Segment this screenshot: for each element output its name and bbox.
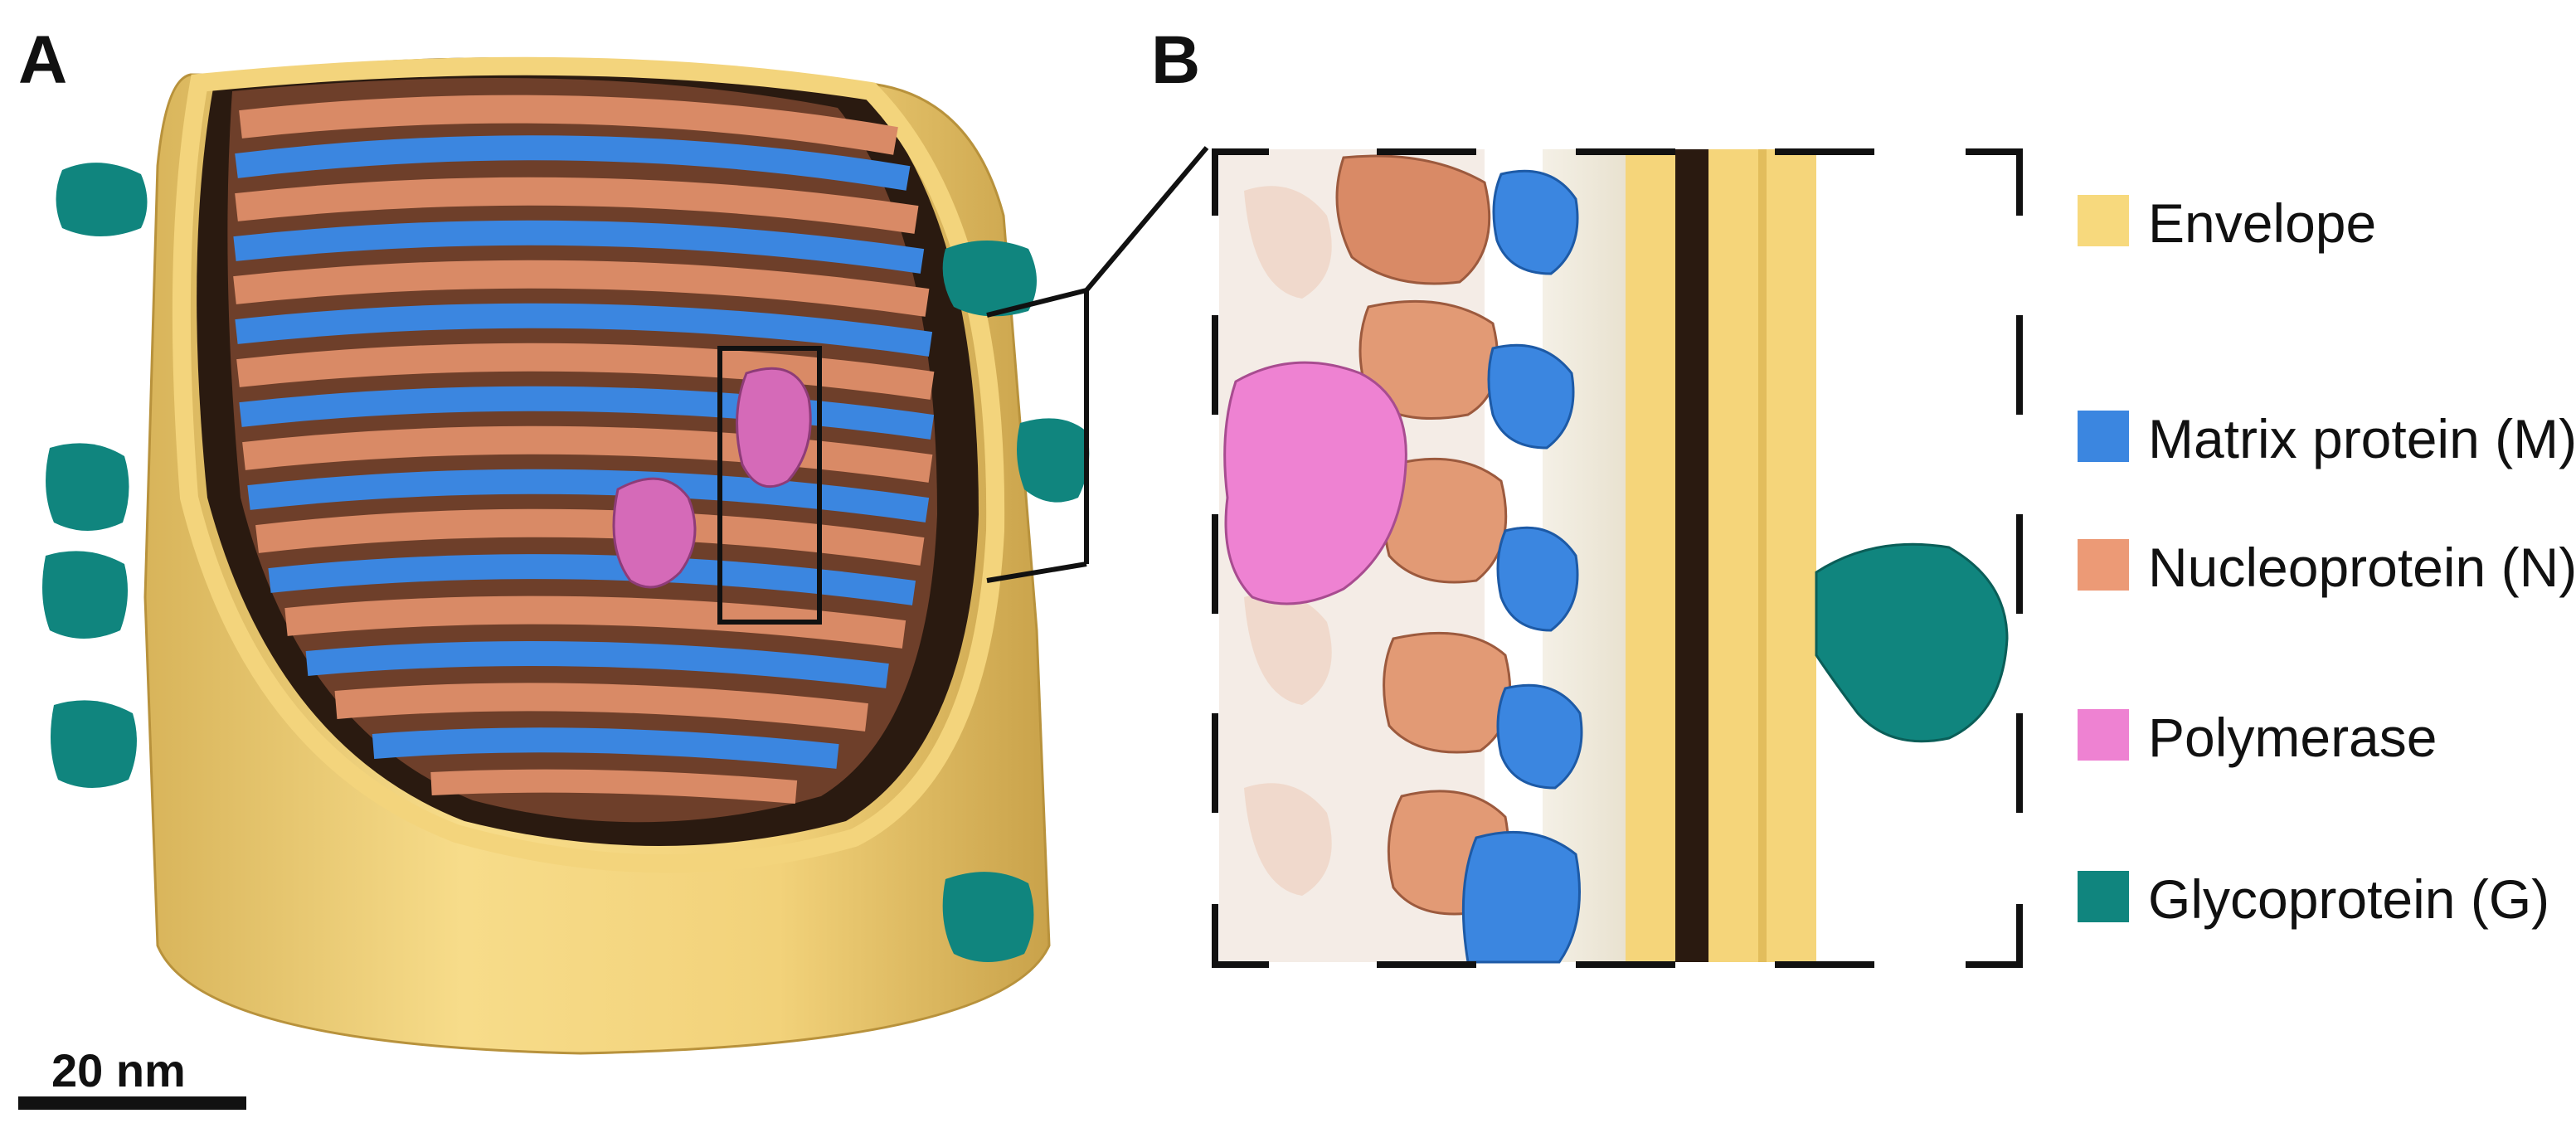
legend-item-envelope: Envelope (2078, 192, 2376, 254)
polymerase-zoom (1223, 361, 1407, 605)
matrix-column (1461, 169, 1583, 964)
legend-item-polymerase: Polymerase (2078, 707, 2437, 768)
virion-cutaway (42, 56, 1090, 1055)
legend-item-glycoprotein: Glycoprotein (G) (2078, 868, 2549, 930)
panel-label-a: A (18, 22, 67, 98)
inset-box (717, 346, 822, 625)
scale-bar: 20 nm (18, 1044, 246, 1110)
scale-bar-line (18, 1096, 246, 1110)
legend-label-matrix: Matrix protein (M) (2148, 408, 2576, 469)
zoom-panel (1212, 148, 2023, 968)
polymerase-1 (612, 477, 697, 589)
legend-label-nucleoprotein: Nucleoprotein (N) (2148, 537, 2576, 598)
legend-swatch-matrix (2078, 411, 2129, 462)
legend-swatch-nucleoprotein (2078, 539, 2129, 591)
panel-label-b: B (1151, 22, 1200, 98)
legend: Envelope Matrix protein (M) Nucleoprotei… (2078, 192, 2576, 930)
legend-item-matrix: Matrix protein (M) (2078, 408, 2576, 469)
legend-swatch-polymerase (2078, 709, 2129, 761)
legend-swatch-glycoprotein (2078, 871, 2129, 922)
legend-label-polymerase: Polymerase (2148, 707, 2437, 768)
glycoprotein-zoom (1815, 542, 2009, 743)
envelope-dark-gap (1675, 149, 1708, 962)
envelope-layer-1 (1626, 149, 1675, 962)
legend-swatch-envelope (2078, 195, 2129, 246)
glycoprotein-spikes (42, 163, 1090, 962)
nucleoprotein-column (1335, 154, 1512, 916)
scale-bar-label: 20 nm (51, 1044, 186, 1096)
zoom-connector (986, 146, 1209, 583)
legend-label-envelope: Envelope (2148, 192, 2376, 254)
legend-label-glycoprotein: Glycoprotein (G) (2148, 868, 2549, 930)
helical-stripes (233, 95, 935, 804)
zoom-bracket-frame (1212, 148, 2023, 968)
polymerase-2 (736, 367, 812, 489)
envelope-inner-rim (172, 56, 1005, 873)
legend-item-nucleoprotein: Nucleoprotein (N) (2078, 537, 2576, 598)
